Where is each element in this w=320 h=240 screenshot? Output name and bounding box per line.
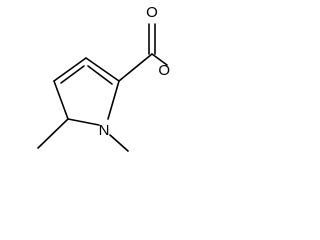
bond-c4-c5 bbox=[53, 80, 69, 120]
bond-c2-c3-double-inner bbox=[87, 65, 113, 85]
bond-c2-carbonyl bbox=[118, 53, 153, 82]
bond-c3-c4-single bbox=[53, 57, 87, 82]
atom-label-nitrogen: N bbox=[99, 122, 110, 139]
bond-c5-methyl bbox=[37, 118, 69, 149]
molecule-structure-diagram: N O O bbox=[37, 4, 170, 152]
atom-label-carbonyl-oxygen: O bbox=[146, 4, 158, 21]
bond-n-c2 bbox=[107, 80, 120, 120]
bond-c3-c4-double-inner bbox=[60, 65, 85, 84]
bond-n-methyl bbox=[109, 134, 129, 152]
bond-carbonyl-ester-o bbox=[151, 53, 168, 66]
bond-c2-c3 bbox=[85, 57, 120, 82]
atom-label-ester-oxygen: O bbox=[158, 62, 170, 79]
bond-c5-n bbox=[67, 118, 100, 126]
